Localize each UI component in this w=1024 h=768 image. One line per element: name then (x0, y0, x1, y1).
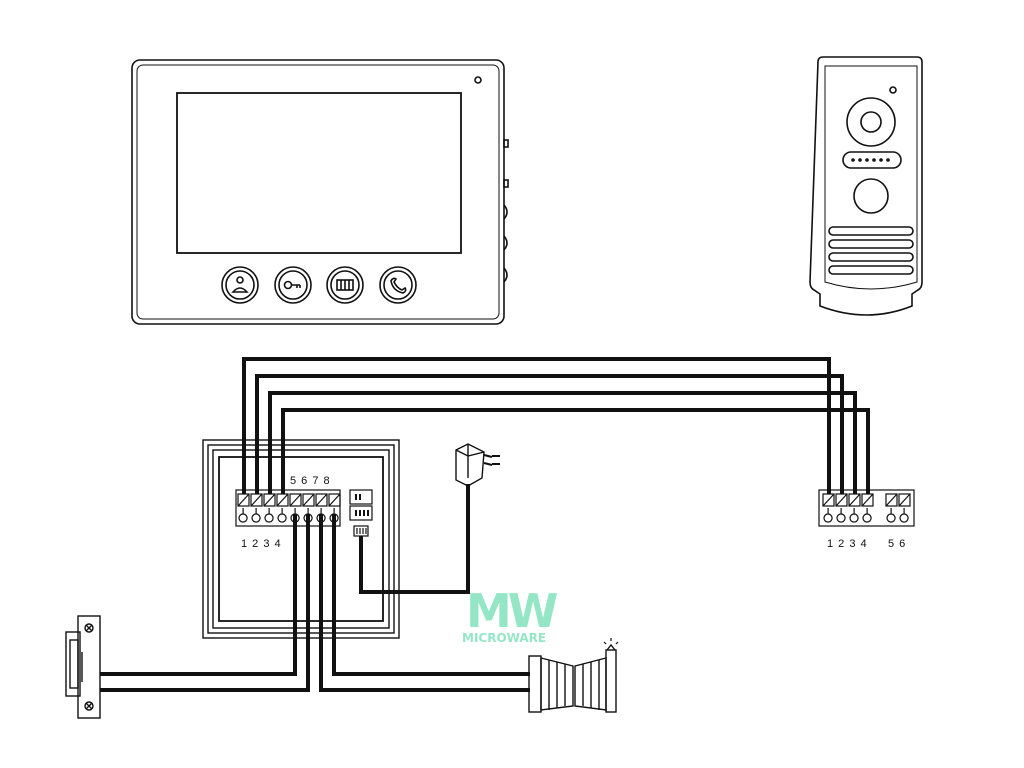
monitor-screen (176, 92, 462, 254)
intercom-person-icon[interactable] (221, 266, 259, 304)
outdoor-terminal-block (818, 489, 915, 527)
electric-lock (65, 615, 101, 719)
outdoor-terminal-numbers-a: 1 2 3 4 (827, 538, 868, 550)
bus-wires (242, 357, 870, 494)
monitor-led (474, 76, 482, 84)
call-button[interactable] (853, 178, 889, 214)
outdoor-terminal-numbers-b: 5 6 (888, 538, 906, 550)
unlock-key-icon[interactable] (274, 266, 312, 304)
microware-watermark: MW MICROWARE (462, 584, 562, 645)
power-jack (349, 489, 373, 537)
watermark-logo: MW (466, 584, 558, 638)
speaker-grille (828, 226, 914, 275)
indoor-terminal-numbers-right: 5 6 7 8 (290, 475, 331, 487)
power-adapter (455, 443, 500, 487)
station-led (889, 86, 897, 94)
indoor-monitor (131, 59, 509, 325)
ir-led-strip (842, 151, 902, 169)
lock-wires (100, 514, 310, 692)
gate-motor (528, 638, 619, 713)
gate-icon[interactable] (326, 266, 364, 304)
power-wire (359, 484, 470, 594)
camera-lens (846, 97, 896, 147)
watermark-text: MICROWARE (462, 631, 546, 645)
indoor-terminal-numbers-left: 1 2 3 4 (241, 538, 282, 550)
handset-icon[interactable] (379, 266, 417, 304)
outdoor-door-station (809, 56, 923, 316)
indoor-wall-box (202, 439, 400, 639)
gate-wires (319, 514, 530, 692)
indoor-terminal-block (235, 489, 341, 527)
